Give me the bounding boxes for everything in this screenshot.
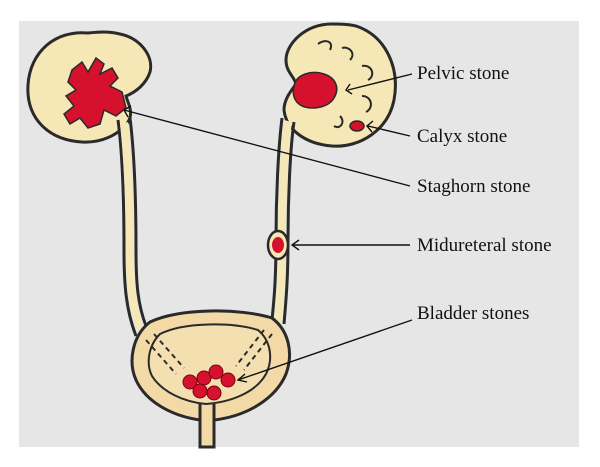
midureteral-stone-label: Midureteral stone [417, 235, 552, 256]
bladder-stones [182, 364, 236, 401]
pelvic-stone [292, 71, 338, 109]
staghorn-leader [123, 109, 411, 187]
bladder-stones-label: Bladder stones [417, 303, 530, 324]
calyx-stone-label: Calyx stone [417, 126, 508, 147]
leader-lines [123, 73, 413, 383]
bladder-leader [237, 319, 413, 381]
calyx-stone [349, 120, 365, 132]
midureteral-stone [272, 237, 284, 253]
pelvic-stone-label: Pelvic stone [417, 63, 510, 84]
staghorn-stone-label: Staghorn stone [417, 176, 531, 197]
right-kidney [266, 22, 397, 325]
calyx-leader [367, 125, 411, 137]
staghorn-stone [63, 56, 127, 129]
pelvic-leader [347, 73, 413, 91]
